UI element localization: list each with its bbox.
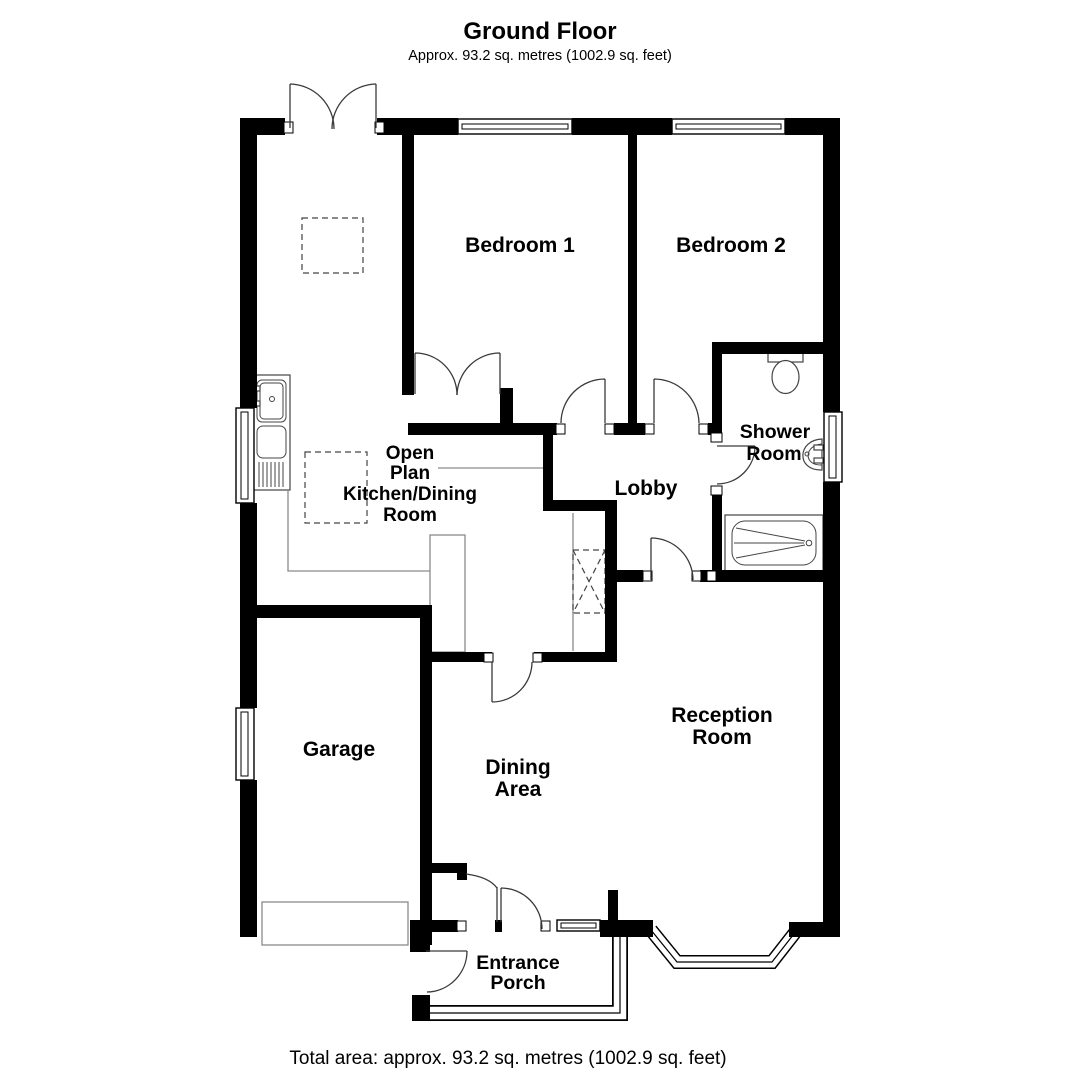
window-kitchen	[235, 407, 255, 504]
kitchen-counter	[251, 374, 574, 653]
label-bedroom1: Bedroom 1	[465, 234, 575, 257]
french-doors-kitchen	[289, 83, 377, 130]
wardrobe-doors-bedroom1	[414, 352, 501, 396]
front-door-inner	[465, 873, 498, 922]
door-porch-side	[426, 950, 468, 993]
toilet-symbol	[767, 347, 804, 395]
airing-cupboard	[572, 549, 606, 614]
label-kitchen-line4: Room	[383, 505, 437, 526]
label-kitchen-line3: Kitchen/Dining	[343, 484, 477, 505]
window-porch	[556, 919, 601, 932]
label-kitchen-line2: Plan	[390, 463, 430, 484]
wash-basin-symbol	[802, 438, 824, 471]
window-garage	[235, 707, 255, 781]
label-dining-line1: Dining	[485, 756, 550, 779]
page-title: Ground Floor	[463, 18, 617, 45]
label-reception-line1: Reception	[671, 704, 773, 727]
interior-walls	[253, 135, 838, 945]
skylight-dashed	[301, 217, 364, 274]
label-lobby: Lobby	[615, 477, 678, 500]
room-labels: Bedroom 1 Bedroom 2 Shower Room Lobby Op…	[303, 234, 811, 994]
label-bedroom2: Bedroom 2	[676, 234, 786, 257]
door-bedroom1	[560, 378, 606, 424]
door-jamb-markers	[283, 121, 723, 932]
door-lobby-reception	[650, 537, 694, 581]
page-subtitle: Approx. 93.2 sq. metres (1002.9 sq. feet…	[408, 48, 672, 64]
label-shower-line2: Room	[746, 443, 801, 465]
label-dining-line2: Area	[495, 778, 542, 801]
window-bedroom2	[671, 118, 786, 135]
porch-glazing	[427, 931, 628, 1021]
bay-window	[645, 925, 803, 969]
window-bedroom1	[457, 118, 573, 135]
label-garage: Garage	[303, 738, 375, 761]
door-bedroom2	[653, 378, 700, 424]
exterior-walls	[240, 118, 840, 1021]
label-kitchen-line1: Open	[386, 443, 435, 464]
door-lobby-dining	[491, 661, 533, 703]
label-shower-line1: Shower	[740, 421, 811, 443]
bathtub-symbol	[724, 514, 824, 573]
front-door-porch	[500, 887, 543, 930]
garage-door	[261, 901, 409, 946]
label-porch-line1: Entrance	[476, 952, 560, 974]
label-reception-line2: Room	[692, 726, 752, 749]
door-shower-room	[716, 445, 756, 485]
total-area-text: Total area: approx. 93.2 sq. metres (100…	[289, 1048, 727, 1069]
label-porch-line2: Porch	[490, 972, 545, 994]
window-shower-room	[823, 411, 843, 483]
kitchen-island-dashed	[304, 451, 368, 524]
